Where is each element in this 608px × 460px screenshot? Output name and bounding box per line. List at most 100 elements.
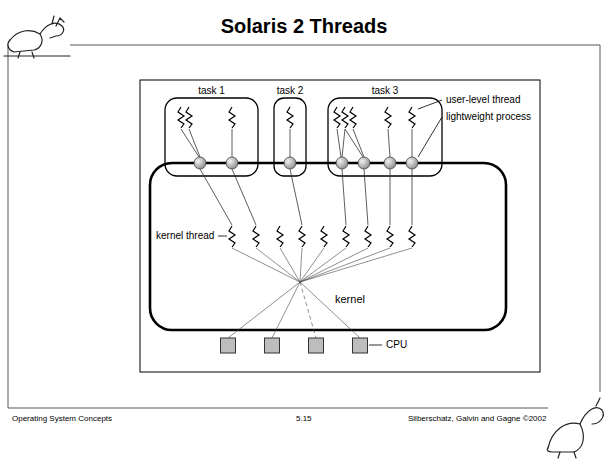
user-thread	[287, 107, 293, 128]
region-label: kernel	[335, 293, 365, 306]
cpu-box	[221, 338, 236, 353]
user-thread	[178, 107, 415, 128]
lightweight-process	[284, 157, 296, 169]
dinosaur-doodle	[4, 16, 603, 458]
figure-frame	[140, 80, 540, 372]
scheduler-ray	[300, 248, 302, 282]
task-box: task 2	[274, 98, 306, 176]
cpu-box	[265, 338, 280, 353]
lightweight-process	[358, 157, 370, 169]
scheduler-ray	[300, 248, 368, 282]
kernel-thread	[365, 226, 371, 247]
thread-link	[353, 129, 364, 157]
kernel-box: kernel	[150, 163, 506, 330]
scheduler-ray	[300, 248, 324, 282]
user-thread	[178, 107, 184, 128]
kernel-thread	[387, 226, 393, 247]
dinosaur-doodle	[558, 398, 600, 458]
leader-line	[369, 345, 382, 346]
leader-line	[418, 117, 442, 157]
footer-text: 5.15	[296, 414, 312, 424]
kernel-thread	[253, 226, 259, 247]
kernel-thread	[343, 226, 349, 247]
footer-text: Operating System Concepts	[12, 414, 112, 424]
kernel-thread	[229, 226, 415, 247]
user-thread	[334, 107, 340, 128]
user-thread	[350, 107, 356, 128]
thread-link	[181, 129, 199, 157]
thread-link	[412, 129, 413, 157]
footer-text: Silberschatz, Galvin and Gagne ©2002	[408, 414, 546, 424]
thread-link	[345, 129, 363, 157]
thread-link	[364, 169, 368, 225]
task-label: task 3	[372, 85, 399, 97]
thread-link	[200, 169, 232, 225]
leader-line	[218, 236, 227, 237]
scheduler-ray	[300, 282, 316, 338]
kernel-thread	[409, 226, 415, 247]
thread-link	[412, 169, 413, 225]
user-thread	[385, 107, 391, 128]
scheduler-ray	[300, 248, 390, 282]
slide-frame	[8, 45, 548, 408]
thread-link	[390, 169, 391, 225]
cpu-box	[221, 338, 368, 353]
dinosaur-doodle	[4, 52, 70, 58]
dinosaur-doodle	[52, 16, 64, 26]
kernel-thread	[277, 226, 283, 247]
kernel-thread	[321, 226, 327, 247]
kernel-thread	[299, 226, 305, 247]
kernel-thread	[229, 226, 235, 247]
dinosaur-doodle	[548, 408, 603, 448]
callout-label: lightweight process	[446, 111, 531, 123]
user-thread	[229, 107, 235, 128]
thread-link	[189, 129, 200, 157]
callout-label: kernel thread	[156, 230, 214, 242]
leader-line	[418, 100, 442, 109]
scheduler-ray	[300, 248, 346, 282]
thread-link	[181, 129, 412, 225]
thread-link	[290, 129, 291, 157]
callout-label: user-level thread	[446, 94, 520, 106]
node-outlines	[150, 98, 506, 330]
thread-link	[337, 129, 341, 157]
scheduler-ray	[280, 248, 300, 282]
dinosaur-doodle	[547, 424, 583, 452]
scheduler-ray	[228, 282, 300, 338]
lightweight-process	[226, 157, 238, 169]
lightweight-process	[194, 157, 206, 169]
thread-link	[232, 129, 233, 157]
slide-title: Solaris 2 Threads	[0, 14, 608, 38]
thread-link	[342, 129, 345, 157]
kernel-box-outline	[150, 163, 506, 330]
task-label: task 2	[277, 85, 304, 97]
task-box: task 1	[165, 98, 258, 176]
scheduler-ray	[232, 248, 300, 282]
thread-link	[342, 169, 346, 225]
cpu-box	[309, 338, 324, 353]
thread-link	[388, 129, 390, 157]
scheduler-ray	[256, 248, 300, 282]
scheduler-ray	[228, 248, 412, 338]
lightweight-process	[194, 157, 418, 169]
cpu-box	[353, 338, 368, 353]
thread-link	[232, 169, 256, 225]
leader-line	[218, 100, 442, 345]
task-label: task 1	[198, 85, 225, 97]
thread-link	[290, 169, 302, 225]
lightweight-process	[406, 157, 418, 169]
task-box: task 3	[328, 98, 442, 176]
slide-frame	[70, 45, 600, 392]
user-thread	[186, 107, 192, 128]
scheduler-ray	[272, 282, 300, 338]
callout-label: CPU	[386, 339, 407, 351]
scheduler-ray	[300, 282, 360, 338]
lightweight-process	[336, 157, 348, 169]
scheduler-ray	[300, 248, 412, 282]
user-thread	[409, 107, 415, 128]
lightweight-process	[384, 157, 396, 169]
user-thread	[342, 107, 348, 128]
